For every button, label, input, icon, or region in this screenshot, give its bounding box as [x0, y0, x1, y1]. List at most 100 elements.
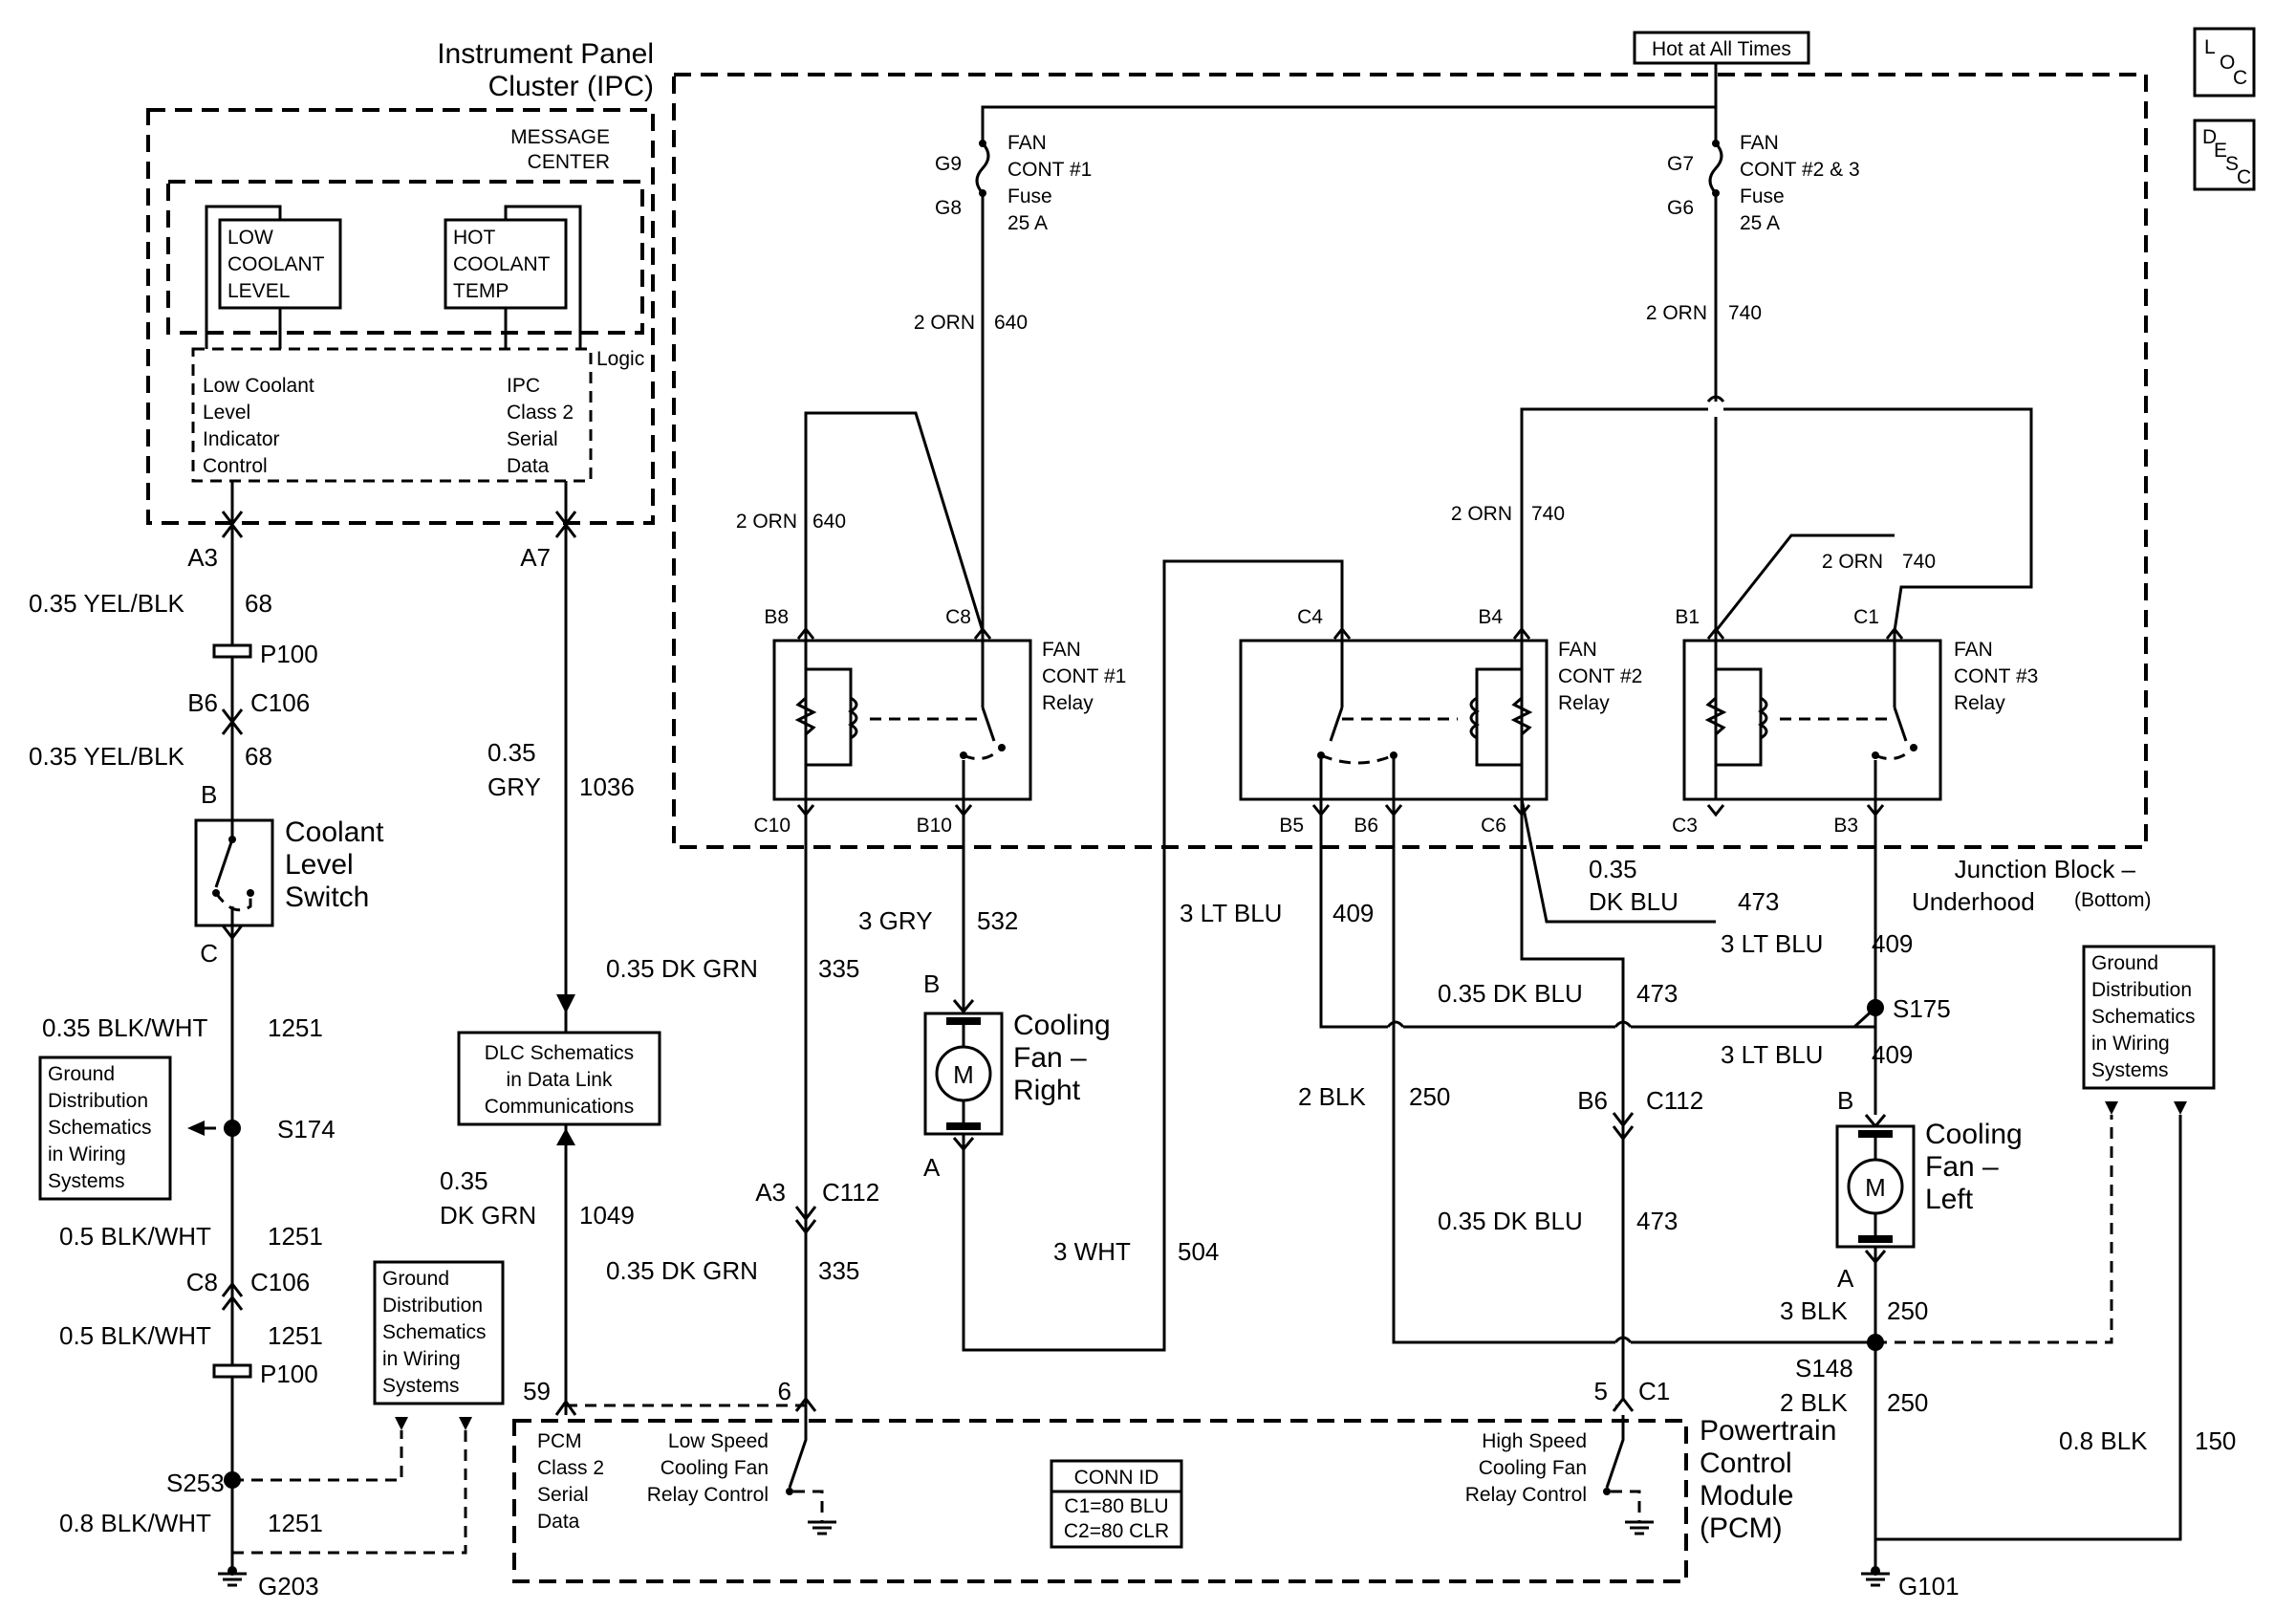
label-jb-r2-0: FAN — [1558, 639, 1597, 661]
label-jb-b1: B1 — [1675, 606, 1700, 628]
label-left-gd1-2: Schematics — [48, 1117, 152, 1139]
label-jb-label3: (Bottom) — [2074, 889, 2152, 911]
label-wires-fr_b: B — [923, 969, 940, 998]
label-pcm-serial-1: Class 2 — [537, 1457, 604, 1479]
instrument-panel-cluster: Instrument Panel Cluster (IPC) MESSAGE C… — [146, 38, 655, 525]
label-wires-w150: 0.8 BLK — [2059, 1426, 2148, 1455]
label-wires-gd3-3: in Wiring — [2091, 1033, 2170, 1055]
label-icons-desc-1: E — [2214, 140, 2227, 162]
coolant-level-circuit: A3 0.35 YEL/BLK 68 P100 B6 C106 0.35 YEL… — [29, 481, 505, 1600]
label-left-c106b: C106 — [250, 1268, 310, 1296]
label-wires-w250a: 2 BLK — [1298, 1082, 1366, 1111]
label-jb-r1-0: FAN — [1042, 639, 1081, 661]
label-mid-c1049: 1049 — [579, 1201, 635, 1230]
label-ipc-hot-1: COOLANT — [453, 253, 551, 275]
label-mid-a7: A7 — [520, 543, 551, 572]
label-left-b6: B6 — [187, 688, 218, 717]
label-left-c: C — [200, 939, 218, 968]
label-left-w1251b: 0.5 BLK/WHT — [59, 1222, 211, 1251]
label-pcm-title-3: (PCM) — [1700, 1513, 1783, 1544]
label-pcm-serial-2: Serial — [537, 1484, 589, 1506]
label-wires-w335a: 0.35 DK GRN — [606, 954, 758, 983]
label-jb-w740b: 2 ORN — [1451, 503, 1512, 525]
label-wires-gd3-1: Distribution — [2091, 979, 2192, 1001]
label-wires-a3: A3 — [755, 1178, 786, 1207]
ground-distribution-ref-2[interactable] — [373, 1260, 505, 1405]
label-wires-fl_a: A — [1837, 1264, 1854, 1293]
label-pcm-high-2: Relay Control — [1465, 1484, 1587, 1506]
junction-block-underhood: Hot at All Times G9 G8 FAN CONT #1 Fuse … — [672, 31, 2152, 1352]
ground-distribution-ref-1[interactable] — [38, 1056, 172, 1201]
label-jb-b5: B5 — [1279, 815, 1304, 837]
label-wires-gd3-2: Schematics — [2091, 1006, 2196, 1028]
label-ipc-lowctl-3: Control — [203, 455, 268, 477]
label-wires-gd3-4: Systems — [2091, 1059, 2169, 1081]
fan-cont-3-relay: FAN CONT #3 Relay — [1682, 626, 2038, 801]
label-jb-f1-1: CONT #1 — [1007, 159, 1092, 181]
label-wires-w250b: 3 BLK — [1780, 1296, 1848, 1325]
label-left-gd2-0: Ground — [382, 1268, 449, 1290]
label-pcm-low-1: Cooling Fan — [661, 1457, 769, 1479]
label-left-c1251d: 1251 — [268, 1509, 323, 1537]
label-jb-r2-2: Relay — [1558, 692, 1610, 714]
label-wires-c473a: 473 — [1738, 887, 1779, 916]
label-wires-c250a: 250 — [1409, 1082, 1450, 1111]
label-pcm-conn-2: C2=80 CLR — [1064, 1520, 1169, 1542]
label-jb-w640a: 2 ORN — [914, 312, 975, 334]
label-icons-desc-3: C — [2237, 166, 2251, 188]
label-icons-desc-0: D — [2202, 126, 2217, 148]
label-jb-w640b: 2 ORN — [736, 511, 797, 533]
dlc-schematics-ref[interactable] — [457, 1031, 661, 1126]
desc-icon[interactable]: D E S C — [2193, 119, 2256, 191]
label-left-gd2-3: in Wiring — [382, 1348, 461, 1370]
label-jb-r3-0: FAN — [1954, 639, 1993, 661]
powertrain-control-module: 6 5 C1 PCM Class 2 Serial Data Low Speed… — [512, 1377, 1836, 1583]
label-pcm-high-0: High Speed — [1482, 1430, 1587, 1452]
label-wires-c473c: 473 — [1636, 1207, 1678, 1235]
label-jb-c640a: 640 — [994, 312, 1028, 334]
label-wires-c473b: 473 — [1636, 979, 1678, 1008]
label-left-g203: G203 — [258, 1572, 319, 1600]
label-wires-fanR-2: Right — [1013, 1075, 1081, 1106]
conn-id-box — [1050, 1459, 1183, 1549]
label-mid-w1049b: DK GRN — [440, 1201, 536, 1230]
label-wires-s148: S148 — [1795, 1354, 1853, 1382]
label-wires-c150: 150 — [2195, 1426, 2236, 1455]
label-wires-fr_a: A — [923, 1153, 941, 1182]
label-jb-c740a: 740 — [1728, 302, 1762, 324]
label-jb-g6: G6 — [1667, 197, 1694, 219]
label-jb-f2-0: FAN — [1740, 132, 1779, 154]
label-pcm-p5: 5 — [1594, 1377, 1608, 1405]
label-jb-b4: B4 — [1478, 606, 1503, 628]
label-left-cls-2: Switch — [285, 882, 369, 913]
label-ipc-serial-1: Class 2 — [507, 402, 574, 424]
label-left-cls-0: Coolant — [285, 816, 384, 848]
label-left-c68a: 68 — [245, 589, 272, 618]
label-ipc-hot-0: HOT — [453, 227, 496, 249]
label-left-w68a: 0.35 YEL/BLK — [29, 589, 185, 618]
class2-serial-data-circuit: A7 0.35 GRY 1036 DLC Schematics in Data … — [440, 481, 661, 1416]
label-jb-f2-2: Fuse — [1740, 185, 1785, 207]
label-icons-loc-2: C — [2233, 67, 2247, 89]
label-jb-g8: G8 — [935, 197, 962, 219]
fan-cont-2-relay: FAN CONT #2 Relay — [1239, 626, 1642, 801]
label-pcm-title-1: Control — [1700, 1448, 1792, 1479]
loc-icon[interactable]: L O C — [2193, 27, 2256, 98]
label-left-w68b: 0.35 YEL/BLK — [29, 742, 185, 771]
label-ipc-title2: Cluster (IPC) — [488, 71, 654, 102]
label-left-cls-1: Level — [285, 849, 354, 881]
label-jb-r3-2: Relay — [1954, 692, 2005, 714]
label-jb-b6: B6 — [1354, 815, 1378, 837]
label-mid-dlc-1: in Data Link — [507, 1069, 613, 1091]
label-jb-label2: Underhood — [1912, 887, 2035, 916]
label-icons-desc-2: S — [2225, 153, 2239, 175]
label-jb-b10: B10 — [917, 815, 952, 837]
ground-distribution-ref-3[interactable] — [2082, 945, 2216, 1090]
label-left-c1251a: 1251 — [268, 1013, 323, 1042]
label-wires-w473a2: DK BLU — [1589, 887, 1679, 916]
label-pcm-title-2: Module — [1700, 1480, 1793, 1512]
label-pcm-high-1: Cooling Fan — [1479, 1457, 1587, 1479]
label-jb-c3: C3 — [1672, 815, 1698, 837]
label-mid-w1049a: 0.35 — [440, 1166, 488, 1195]
